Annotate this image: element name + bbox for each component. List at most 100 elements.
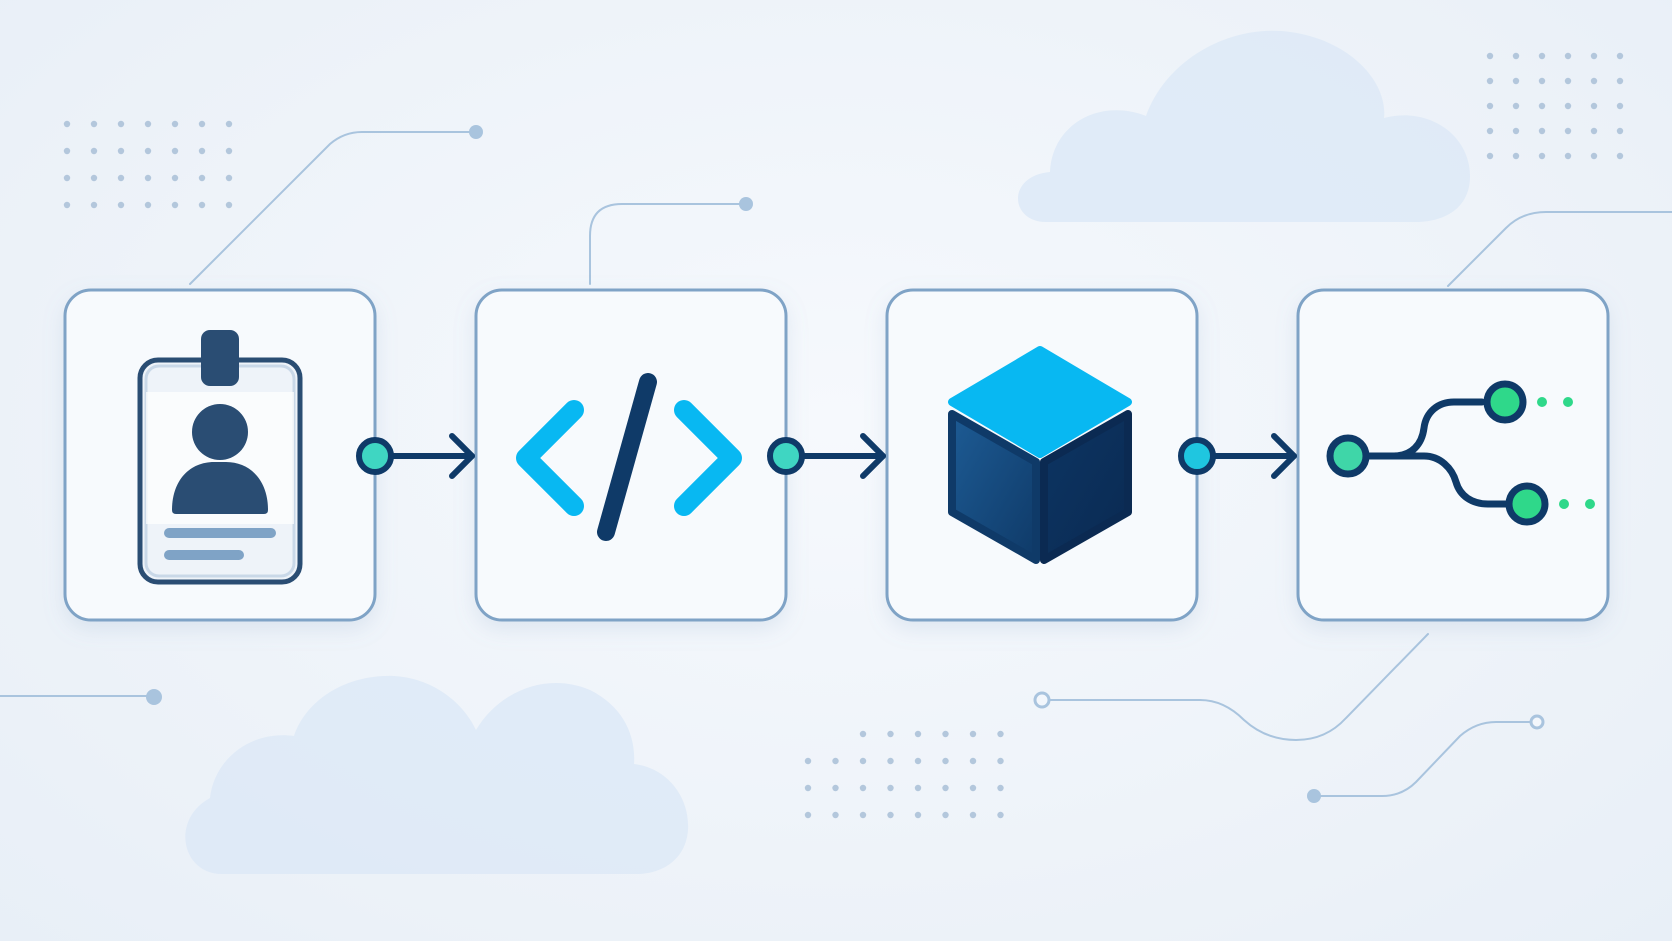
grid-dot: [1486, 77, 1494, 85]
grid-dot: [1538, 77, 1546, 85]
grid-dot: [1590, 127, 1598, 135]
connector-package-to-branch: [1178, 433, 1297, 479]
grid-dot: [969, 730, 977, 738]
grid-dot: [1486, 152, 1494, 160]
grid-dot: [90, 174, 98, 182]
step-card-branch: [1296, 288, 1610, 622]
grid-dot: [1538, 127, 1546, 135]
grid-dot: [171, 120, 179, 128]
grid-dot: [832, 784, 839, 792]
grid-dot: [1512, 127, 1520, 135]
dot-grid: [804, 730, 1004, 819]
grid-dot: [1512, 102, 1520, 110]
connector-identity-to-code: [356, 433, 475, 479]
grid-dot: [144, 120, 152, 128]
grid-dot: [1486, 102, 1494, 110]
grid-dot: [914, 730, 922, 738]
grid-dot: [1590, 102, 1598, 110]
grid-dot: [198, 147, 206, 155]
grid-dot: [90, 201, 98, 209]
grid-dot: [832, 811, 839, 819]
trace-node-dot: [1307, 789, 1321, 803]
connector-node: [1178, 437, 1216, 475]
grid-dot: [63, 174, 71, 182]
grid-dot: [198, 201, 206, 209]
connector-code-to-package: [767, 433, 886, 479]
grid-dot: [942, 811, 949, 819]
trace-node-dot: [739, 197, 753, 211]
grid-dot: [1590, 52, 1598, 60]
grid-dot: [117, 201, 125, 209]
grid-dot: [887, 784, 894, 792]
grid-dot: [887, 730, 894, 738]
grid-dot: [997, 757, 1004, 765]
grid-dot: [1512, 52, 1520, 60]
grid-dot: [804, 757, 812, 765]
grid-dot: [171, 174, 179, 182]
cloud-icon: [185, 675, 689, 874]
grid-dot: [144, 201, 152, 209]
grid-dot: [90, 147, 98, 155]
grid-dot: [225, 201, 233, 209]
grid-dot: [832, 757, 839, 765]
circuit-trace: [1317, 721, 1531, 797]
grid-dot: [942, 757, 949, 765]
branch-icon: [1326, 380, 1595, 526]
grid-dot: [1564, 52, 1572, 60]
grid-dot: [1590, 152, 1598, 160]
grid-dot: [859, 757, 867, 765]
grid-dot: [1538, 102, 1546, 110]
arrow-right-icon: [449, 433, 475, 479]
grid-dot: [1564, 102, 1572, 110]
grid-dot: [1538, 52, 1546, 60]
arrow-right-icon: [1271, 433, 1297, 479]
trace-node-ring: [1529, 714, 1545, 730]
cloud-icon: [1018, 30, 1470, 222]
grid-dot: [198, 174, 206, 182]
grid-dot: [859, 730, 867, 738]
grid-dot: [887, 757, 894, 765]
arrow-right-icon: [860, 433, 886, 479]
circuit-trace: [1447, 211, 1672, 287]
grid-dot: [225, 174, 233, 182]
grid-dot: [117, 147, 125, 155]
grid-dot: [1564, 152, 1572, 160]
id-badge-icon: [137, 330, 303, 585]
grid-dot: [914, 811, 922, 819]
grid-dot: [1512, 77, 1520, 85]
grid-dot: [1616, 152, 1624, 160]
trace-node-dot: [146, 689, 162, 705]
grid-dot: [1486, 127, 1494, 135]
grid-dot: [198, 120, 206, 128]
grid-dot: [969, 757, 977, 765]
grid-dot: [804, 784, 812, 792]
circuit-trace: [189, 131, 475, 285]
grid-dot: [969, 811, 977, 819]
grid-dot: [1616, 52, 1624, 60]
grid-dot: [914, 784, 922, 792]
grid-dot: [804, 811, 812, 819]
grid-dot: [90, 120, 98, 128]
grid-dot: [63, 120, 71, 128]
grid-dot: [144, 147, 152, 155]
grid-dot: [997, 784, 1004, 792]
grid-dot: [1538, 152, 1546, 160]
grid-dot: [171, 147, 179, 155]
grid-dot: [997, 730, 1004, 738]
grid-dot: [1616, 102, 1624, 110]
grid-dot: [117, 174, 125, 182]
grid-dot: [144, 174, 152, 182]
grid-dot: [969, 784, 977, 792]
trace-node-dot: [469, 125, 483, 139]
grid-dot: [1564, 77, 1572, 85]
grid-dot: [1486, 52, 1494, 60]
grid-dot: [1512, 152, 1520, 160]
grid-dot: [171, 201, 179, 209]
circuit-trace: [1047, 633, 1429, 742]
dot-grid-group: [63, 52, 1624, 819]
grid-dot: [63, 147, 71, 155]
grid-dot: [914, 757, 922, 765]
connector-node: [356, 437, 394, 475]
grid-dot: [942, 730, 949, 738]
